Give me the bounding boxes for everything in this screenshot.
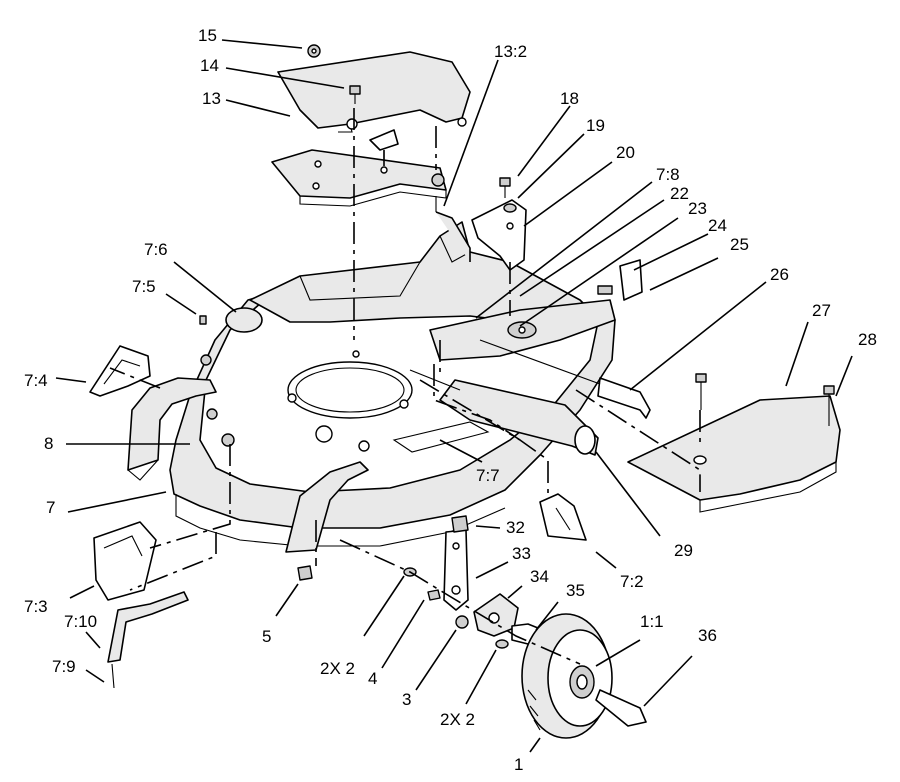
callout-28: 28 xyxy=(858,330,877,349)
callout-7-2: 7:2 xyxy=(620,572,644,591)
callout-33: 33 xyxy=(512,544,531,563)
callout-7-3: 7:3 xyxy=(24,597,48,616)
callout-24: 24 xyxy=(708,216,727,235)
nut-15 xyxy=(307,44,321,58)
baffle-7-8 xyxy=(435,211,471,262)
strap-7-10 xyxy=(107,591,189,689)
nut-3 xyxy=(455,615,469,629)
rod-26 xyxy=(479,339,651,419)
rear-cover-13 xyxy=(277,51,471,133)
callout-13-2: 13:2 xyxy=(494,42,527,61)
callout-25: 25 xyxy=(730,235,749,254)
callout-26: 26 xyxy=(770,265,789,284)
hinge-bracket-13-2 xyxy=(271,129,447,212)
callout-3: 3 xyxy=(402,690,411,709)
callout-1: 1 xyxy=(514,755,523,774)
height-adjuster-22 xyxy=(429,299,616,361)
nut-5 xyxy=(297,565,313,581)
callout-19: 19 xyxy=(586,116,605,135)
callout-7: 7 xyxy=(46,498,55,517)
bolt-14 xyxy=(349,85,361,104)
callout-32: 32 xyxy=(506,518,525,537)
callout-7-9: 7:9 xyxy=(52,657,76,676)
callout-8: 8 xyxy=(44,434,53,453)
callout-35: 35 xyxy=(566,581,585,600)
callout-7-5: 7:5 xyxy=(132,277,156,296)
bolts-7-5 xyxy=(199,315,235,447)
callout-4: 4 xyxy=(368,669,377,688)
callout-27: 27 xyxy=(812,301,831,320)
callout-2x2-b: 2X 2 xyxy=(440,710,475,729)
rear-axle-29 xyxy=(409,369,599,456)
bolt-18 xyxy=(499,177,511,198)
deflector-7-2 xyxy=(539,493,587,541)
knob-32 xyxy=(451,515,469,533)
bracket-24 xyxy=(597,259,643,301)
mower-deck-7 xyxy=(169,221,616,547)
assembly-axes xyxy=(109,108,701,665)
front-wheel-1 xyxy=(521,613,613,739)
callout-2x2-a: 2X 2 xyxy=(320,659,355,678)
axle-bracket-34 xyxy=(473,593,519,637)
bolt-27-top xyxy=(695,373,707,410)
height-adjust-bracket-33 xyxy=(443,529,469,611)
callout-1-1: 1:1 xyxy=(640,612,664,631)
callout-18: 18 xyxy=(560,89,579,108)
washer-2-b xyxy=(495,639,509,649)
axle-bolt-36 xyxy=(595,689,647,727)
parts xyxy=(89,44,841,739)
deflector-7-4 xyxy=(89,345,151,397)
rear-shield-27 xyxy=(627,395,841,513)
callout-29: 29 xyxy=(674,541,693,560)
callout-7-6: 7:6 xyxy=(144,240,168,259)
callout-20: 20 xyxy=(616,143,635,162)
bumper-right-8 xyxy=(285,461,369,553)
callout-36: 36 xyxy=(698,626,717,645)
callout-15: 15 xyxy=(198,26,217,45)
callout-7-10: 7:10 xyxy=(64,612,97,631)
callout-7-4: 7:4 xyxy=(24,371,48,390)
callout-22: 22 xyxy=(670,184,689,203)
washer-19 xyxy=(503,203,517,213)
callout-13: 13 xyxy=(202,89,221,108)
callout-labels: 15 14 13 13:2 18 19 20 7:8 22 23 24 25 2… xyxy=(24,26,877,774)
callout-34: 34 xyxy=(530,567,549,586)
front-bumper-8 xyxy=(127,377,217,481)
deflector-7-3 xyxy=(93,521,157,601)
callout-14: 14 xyxy=(200,56,219,75)
bolt-28 xyxy=(823,385,835,426)
callout-5: 5 xyxy=(262,627,271,646)
callout-23: 23 xyxy=(688,199,707,218)
callout-7-8: 7:8 xyxy=(656,165,680,184)
bracket-20 xyxy=(471,199,527,271)
leader-lines xyxy=(55,39,853,753)
bolt-4 xyxy=(427,589,441,601)
callout-7-7: 7:7 xyxy=(476,466,500,485)
